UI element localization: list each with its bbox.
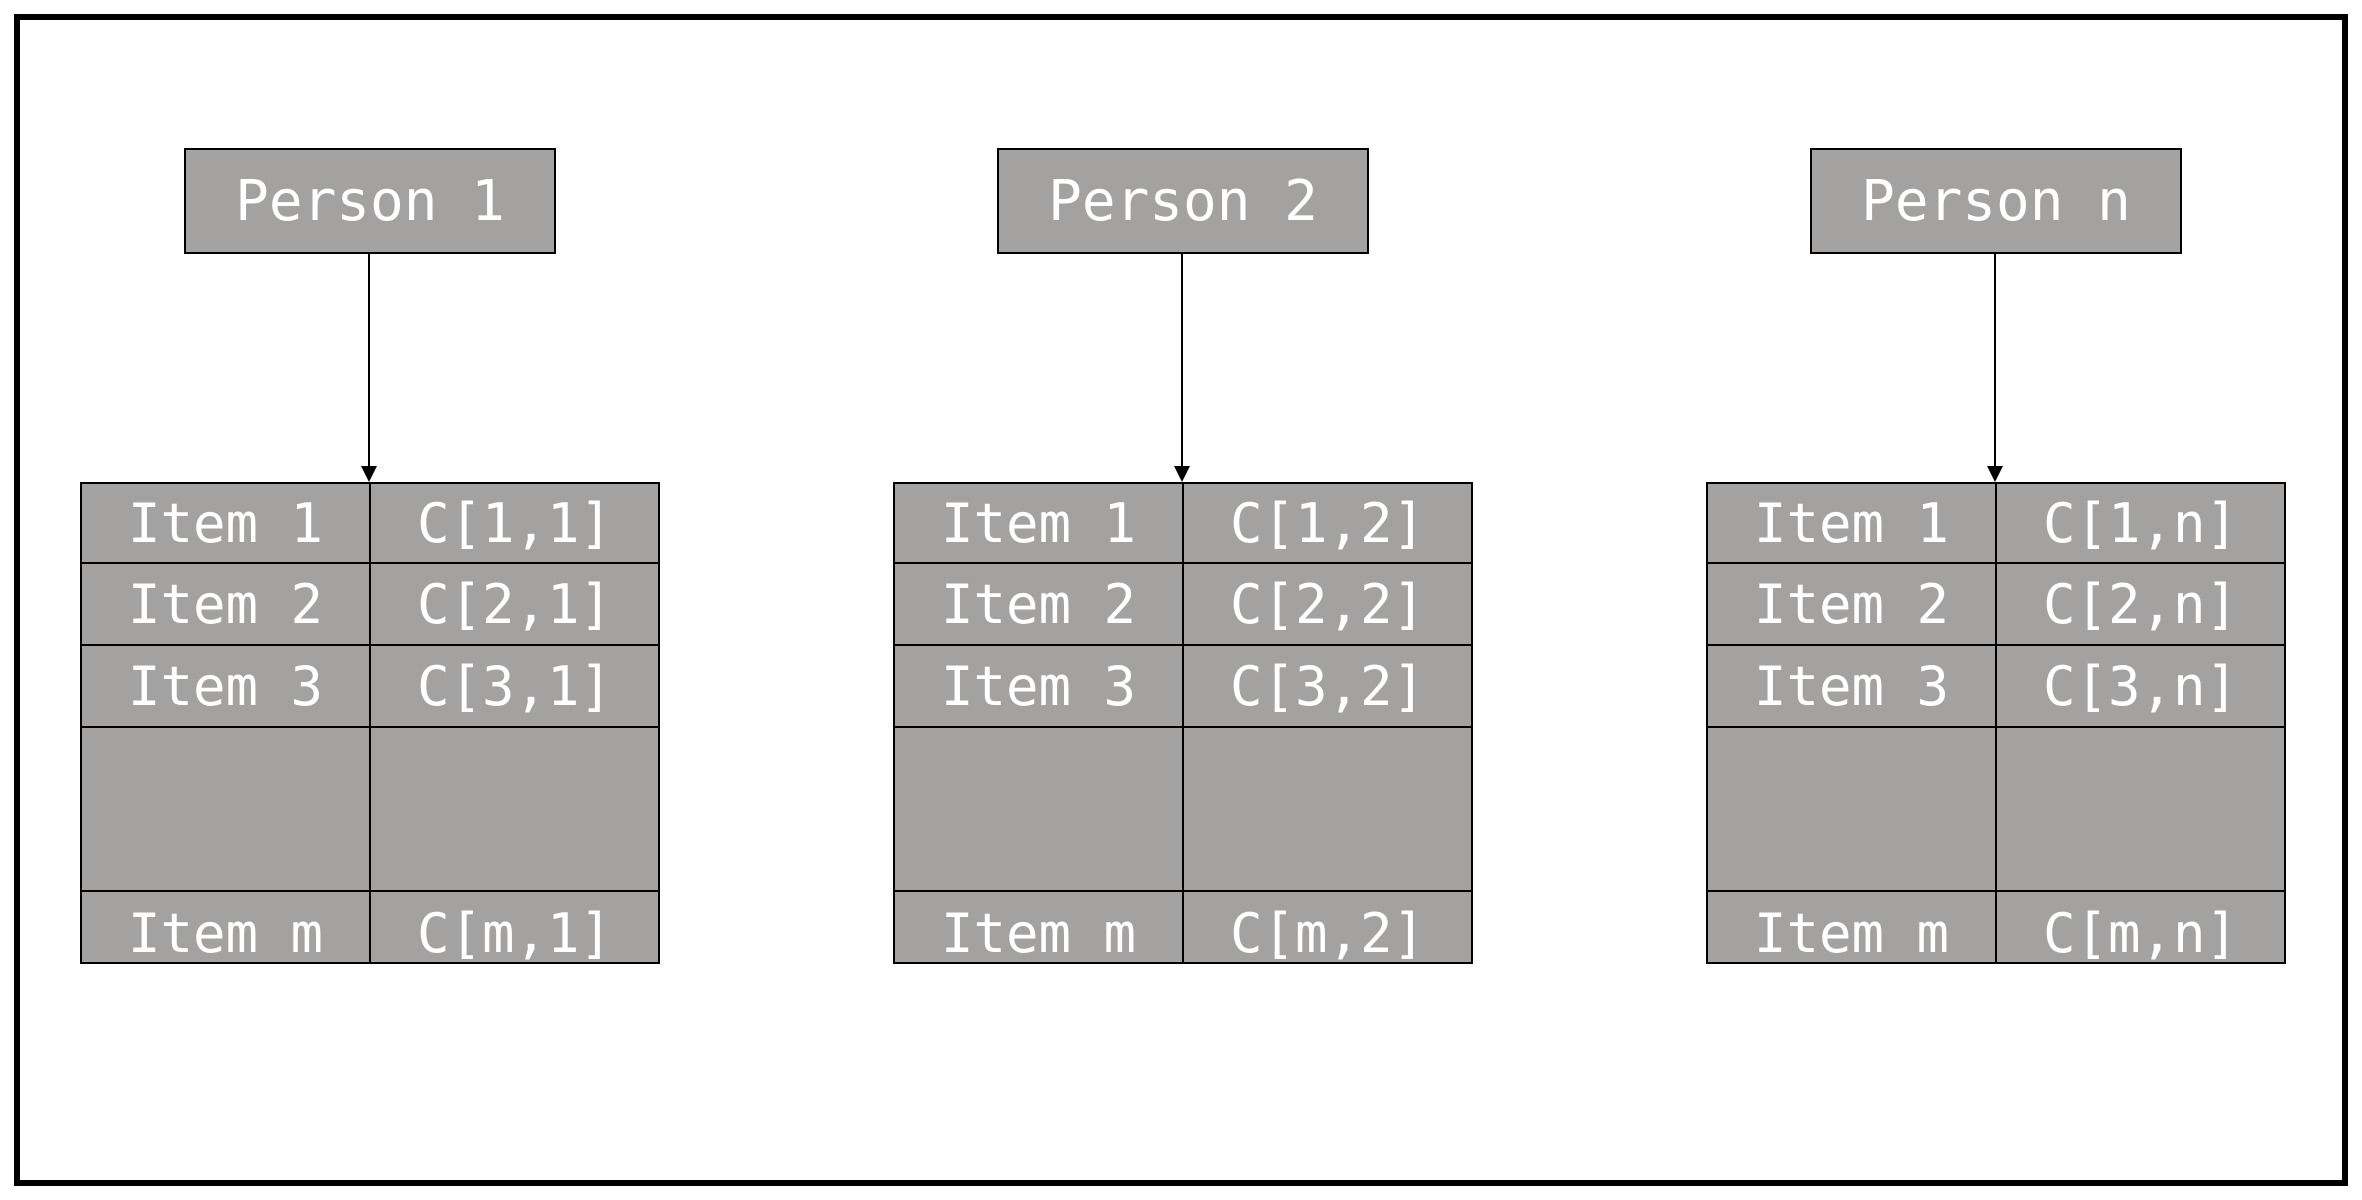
table-row: Item 3 C[3,1] <box>82 646 658 728</box>
person-n-box: Person n <box>1810 148 2182 254</box>
item-value: C[1,n] <box>2042 491 2239 555</box>
item-label: Item 3 <box>895 646 1184 726</box>
item-label: Item 3 <box>82 646 371 726</box>
table-row: Item 2 C[2,n] <box>1708 564 2284 646</box>
item-label <box>895 728 1184 890</box>
item-label: Item m <box>82 892 371 965</box>
person-2-connector <box>1181 254 1183 466</box>
item-label: Item 2 <box>82 564 371 644</box>
table-row: Item 2 C[2,1] <box>82 564 658 646</box>
table-row: Item m C[m,2] <box>895 892 1471 965</box>
item-label: Item 1 <box>82 484 371 562</box>
item-value: C[1,2] <box>1229 491 1426 555</box>
person-n-item-table: Item 1 C[1,n] Item 2 C[2,n] Item 3 C[3,n… <box>1706 482 2286 965</box>
item-label: Item 2 <box>895 564 1184 644</box>
person-n-arrowhead <box>1987 466 2003 482</box>
item-value: C[1,1] <box>416 491 613 555</box>
person-1-connector <box>368 254 370 466</box>
table-row: Item 1 C[1,2] <box>895 484 1471 564</box>
table-row: Item 3 C[3,2] <box>895 646 1471 728</box>
item-value: C[3,2] <box>1229 654 1426 718</box>
item-value: C[m,n] <box>2042 901 2239 965</box>
table-row-ellipsis <box>82 728 658 892</box>
item-label <box>1708 728 1997 890</box>
item-value: C[3,1] <box>416 654 613 718</box>
item-value: C[2,n] <box>2042 572 2239 636</box>
person-1-box: Person 1 <box>184 148 556 254</box>
item-label: Item 2 <box>1708 564 1997 644</box>
item-value <box>1184 728 1471 890</box>
item-label: Item m <box>895 892 1184 965</box>
table-row-ellipsis <box>1708 728 2284 892</box>
item-value: C[m,2] <box>1229 901 1426 965</box>
item-value: C[m,1] <box>416 901 613 965</box>
item-value <box>1997 728 2284 890</box>
table-row: Item 1 C[1,n] <box>1708 484 2284 564</box>
person-1-item-table: Item 1 C[1,1] Item 2 C[2,1] Item 3 C[3,1… <box>80 482 660 965</box>
table-row: Item m C[m,1] <box>82 892 658 965</box>
person-n-connector <box>1994 254 1996 466</box>
table-row: Item 1 C[1,1] <box>82 484 658 564</box>
item-label: Item m <box>1708 892 1997 965</box>
table-row: Item 3 C[3,n] <box>1708 646 2284 728</box>
item-label: Item 3 <box>1708 646 1997 726</box>
item-label: Item 1 <box>1708 484 1997 562</box>
item-value: C[3,n] <box>2042 654 2239 718</box>
table-row: Item 2 C[2,2] <box>895 564 1471 646</box>
item-label: Item 1 <box>895 484 1184 562</box>
person-2-box: Person 2 <box>997 148 1369 254</box>
person-2-item-table: Item 1 C[1,2] Item 2 C[2,2] Item 3 C[3,2… <box>893 482 1473 965</box>
item-value <box>371 728 658 890</box>
table-row: Item m C[m,n] <box>1708 892 2284 965</box>
item-value: C[2,1] <box>416 572 613 636</box>
item-label <box>82 728 371 890</box>
item-value: C[2,2] <box>1229 572 1426 636</box>
table-row-ellipsis <box>895 728 1471 892</box>
person-1-arrowhead <box>361 466 377 482</box>
person-2-arrowhead <box>1174 466 1190 482</box>
